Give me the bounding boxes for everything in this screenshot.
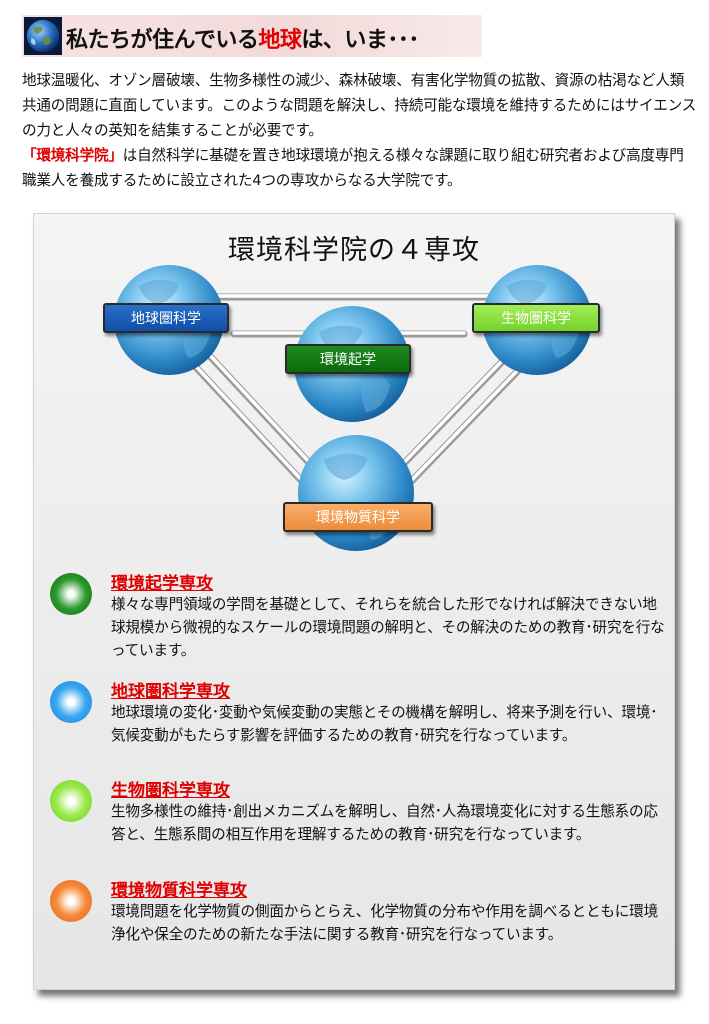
section-heading: 環境物質科学専攻 [111,881,247,901]
majors-diagram [114,265,592,551]
orange-bullet-icon [50,880,92,922]
node-label-chikyu: 地球圏科学 [103,303,229,333]
diagram-title: 環境科学院の４専攻 [228,235,480,266]
section-body: 様々な専門領域の学問を基礎として、それらを統合した形でなければ解決できない地球規… [111,596,665,659]
majors-panel: 環境科学院の４専攻 [33,213,675,990]
node-label-seibutsu: 生物圏科学 [472,303,600,333]
title-banner [22,15,482,57]
section-body: 環境問題を化学物質の側面からとらえ、化学物質の分布や作用を調べるとともに環境浄化… [111,903,658,943]
intro-paragraph: 地球温暖化、オゾン層破壊、生物多様性の減少、森林破壊、有害化学物質の拡散、資源の… [22,72,697,189]
page-title: 私たちが住んでいる地球は、いま･･･ [66,28,419,53]
node-label-kiki: 環境起学 [285,344,411,374]
node-label-busshitsu: 環境物質科学 [283,502,433,532]
globe-busshitsu [298,435,414,551]
green-bullet-icon [50,573,92,615]
earth-icon [24,17,62,55]
section-body: 生物多様性の維持･創出メカニズムを解明し、自然･人為環境変化に対する生態系の応答… [111,803,658,843]
blue-bullet-icon [50,681,92,723]
section-heading: 地球圏科学専攻 [111,682,230,702]
section-heading: 生物圏科学専攻 [111,781,230,801]
intro-highlight: 「環境科学院」 [22,147,123,164]
title-highlight: 地球 [258,28,302,53]
section-body: 地球環境の変化･変動や気候変動の実態とその機構を解明し、将来予測を行い、環境･気… [111,704,658,744]
section-heading: 環境起学専攻 [111,574,213,594]
lime-bullet-icon [50,780,92,822]
